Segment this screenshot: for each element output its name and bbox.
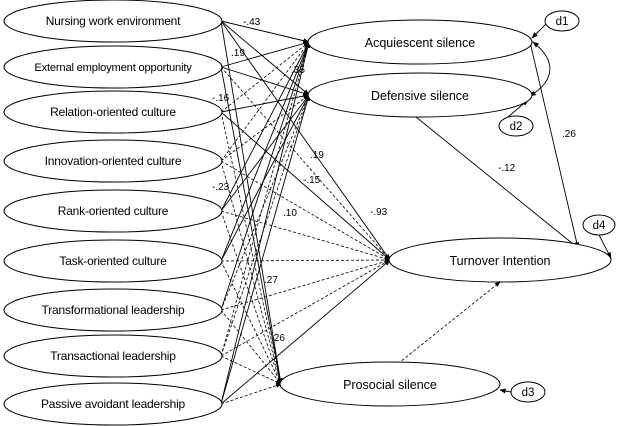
coef-neg015: -.15 xyxy=(303,175,321,186)
coef-027: .27 xyxy=(264,275,278,286)
svg-text:Nursing work environment: Nursing work environment xyxy=(46,14,181,28)
path-nwe-def xyxy=(220,20,310,96)
predictor-nodes: Nursing work environment External employ… xyxy=(3,0,223,426)
svg-text:Prosocial silence: Prosocial silence xyxy=(343,378,437,392)
svg-text:d4: d4 xyxy=(593,220,606,232)
svg-text:Task-oriented culture: Task-oriented culture xyxy=(59,254,167,268)
path-d4-ti xyxy=(598,234,612,259)
path-arrows xyxy=(220,20,612,405)
path-ioc-pro xyxy=(220,160,282,385)
path-nwe-ti xyxy=(220,20,391,261)
path-toc-pro xyxy=(220,260,282,385)
path-toc-def xyxy=(220,94,310,262)
svg-text:Defensive silence: Defensive silence xyxy=(371,89,469,103)
svg-text:Acquiescent silence: Acquiescent silence xyxy=(365,36,476,50)
svg-text:Transformational leadership: Transformational leadership xyxy=(42,303,185,317)
coef-019: .19 xyxy=(310,150,324,161)
path-tal-acq xyxy=(220,41,310,357)
path-pro-ti xyxy=(389,281,501,371)
path-tal-def xyxy=(220,94,310,357)
path-nwe-pro xyxy=(220,20,283,385)
path-roc-ti xyxy=(220,111,391,261)
svg-text:External employment opportunit: External employment opportunity xyxy=(34,62,192,74)
error-d1: d1 xyxy=(544,10,580,32)
coef-eeo-def: .35 xyxy=(291,65,305,76)
path-ioc-def xyxy=(220,94,310,162)
predictor-rank-oriented-culture: Rank-oriented culture xyxy=(3,189,223,233)
coef-roc-def: -.16 xyxy=(212,93,230,104)
coef-eeo-acq: .19 xyxy=(231,48,245,59)
path-pal-pro xyxy=(220,383,282,405)
error-d2: d2 xyxy=(498,115,534,137)
path-roc-acq xyxy=(220,41,310,113)
svg-text:Turnover Intention: Turnover Intention xyxy=(450,254,551,268)
covariance-d1-d2 xyxy=(529,41,551,97)
error-d3: d3 xyxy=(510,381,546,403)
path-rkc-ti xyxy=(220,210,391,261)
predictor-relation-oriented-culture: Relation-oriented culture xyxy=(3,90,223,134)
path-d3-pro xyxy=(499,388,512,394)
predictor-external-employment-opportunity: External employment opportunity xyxy=(3,45,223,89)
path-rkc-pro xyxy=(220,210,282,385)
coef-def-ti: -.12 xyxy=(498,163,516,174)
coef-neg023: -.23 xyxy=(212,182,230,193)
predictor-transformational-leadership: Transformational leadership xyxy=(3,288,223,332)
outcome-turnover-intention: Turnover Intention xyxy=(388,237,612,283)
path-eeo-acq xyxy=(220,41,310,68)
path-tfl-def xyxy=(220,94,310,311)
predictor-innovation-oriented-culture: Innovation-oriented culture xyxy=(3,139,223,183)
svg-text:Relation-oriented culture: Relation-oriented culture xyxy=(50,105,176,119)
path-pal-ti xyxy=(220,259,391,405)
coef-neg093: -.93 xyxy=(370,207,388,218)
path-acq-ti xyxy=(529,41,580,249)
coef-026: .26 xyxy=(271,333,285,344)
path-nwe-acq xyxy=(220,20,310,44)
path-tal-ti xyxy=(220,259,391,357)
svg-text:Rank-oriented culture: Rank-oriented culture xyxy=(58,204,169,218)
coefficient-labels: -.43 .19 .35 -.16 -.12 .26 .19 -.15 -.23… xyxy=(212,17,576,344)
outcome-nodes: Acquiescent silence Defensive silence Tu… xyxy=(279,19,612,407)
path-toc-acq xyxy=(220,41,310,262)
error-d4: d4 xyxy=(582,214,616,236)
path-tfl-pro xyxy=(220,309,282,385)
coef-nwe-acq: -.43 xyxy=(243,17,261,28)
path-rkc-acq xyxy=(220,41,310,212)
path-tfl-ti xyxy=(220,259,391,311)
predictor-nursing-work-environment: Nursing work environment xyxy=(3,0,223,43)
svg-text:Passive avoidant leadership: Passive avoidant leadership xyxy=(41,397,186,411)
path-ioc-ti xyxy=(220,160,391,261)
path-eeo-ti xyxy=(220,66,391,261)
outcome-prosocial-silence: Prosocial silence xyxy=(279,361,501,407)
error-terms: d1 d2 d3 d4 xyxy=(498,10,616,403)
path-tfl-acq xyxy=(220,41,310,311)
path-tal-pro xyxy=(220,355,282,385)
svg-text:d2: d2 xyxy=(510,121,523,133)
path-toc-ti xyxy=(220,257,391,263)
path-pal-acq xyxy=(220,41,311,405)
predictor-task-oriented-culture: Task-oriented culture xyxy=(3,239,223,283)
coef-010: .10 xyxy=(283,208,297,219)
svg-text:Innovation-oriented culture: Innovation-oriented culture xyxy=(45,154,182,168)
path-pal-def xyxy=(220,94,310,405)
outcome-defensive-silence: Defensive silence xyxy=(307,72,533,118)
coef-acq-ti: .26 xyxy=(562,129,576,140)
outcome-acquiescent-silence: Acquiescent silence xyxy=(307,19,533,65)
path-roc-pro xyxy=(220,111,283,385)
path-def-ti xyxy=(415,116,579,249)
predictor-passive-avoidant-leadership: Passive avoidant leadership xyxy=(3,382,223,426)
svg-text:Transactional leadership: Transactional leadership xyxy=(50,349,176,363)
path-d1-acq xyxy=(531,23,547,39)
path-rkc-def xyxy=(220,94,310,212)
path-eeo-def xyxy=(220,66,310,96)
predictor-transactional-leadership: Transactional leadership xyxy=(3,334,223,378)
svg-text:d1: d1 xyxy=(556,16,569,28)
svg-text:d3: d3 xyxy=(522,387,535,399)
path-eeo-pro xyxy=(220,66,283,385)
